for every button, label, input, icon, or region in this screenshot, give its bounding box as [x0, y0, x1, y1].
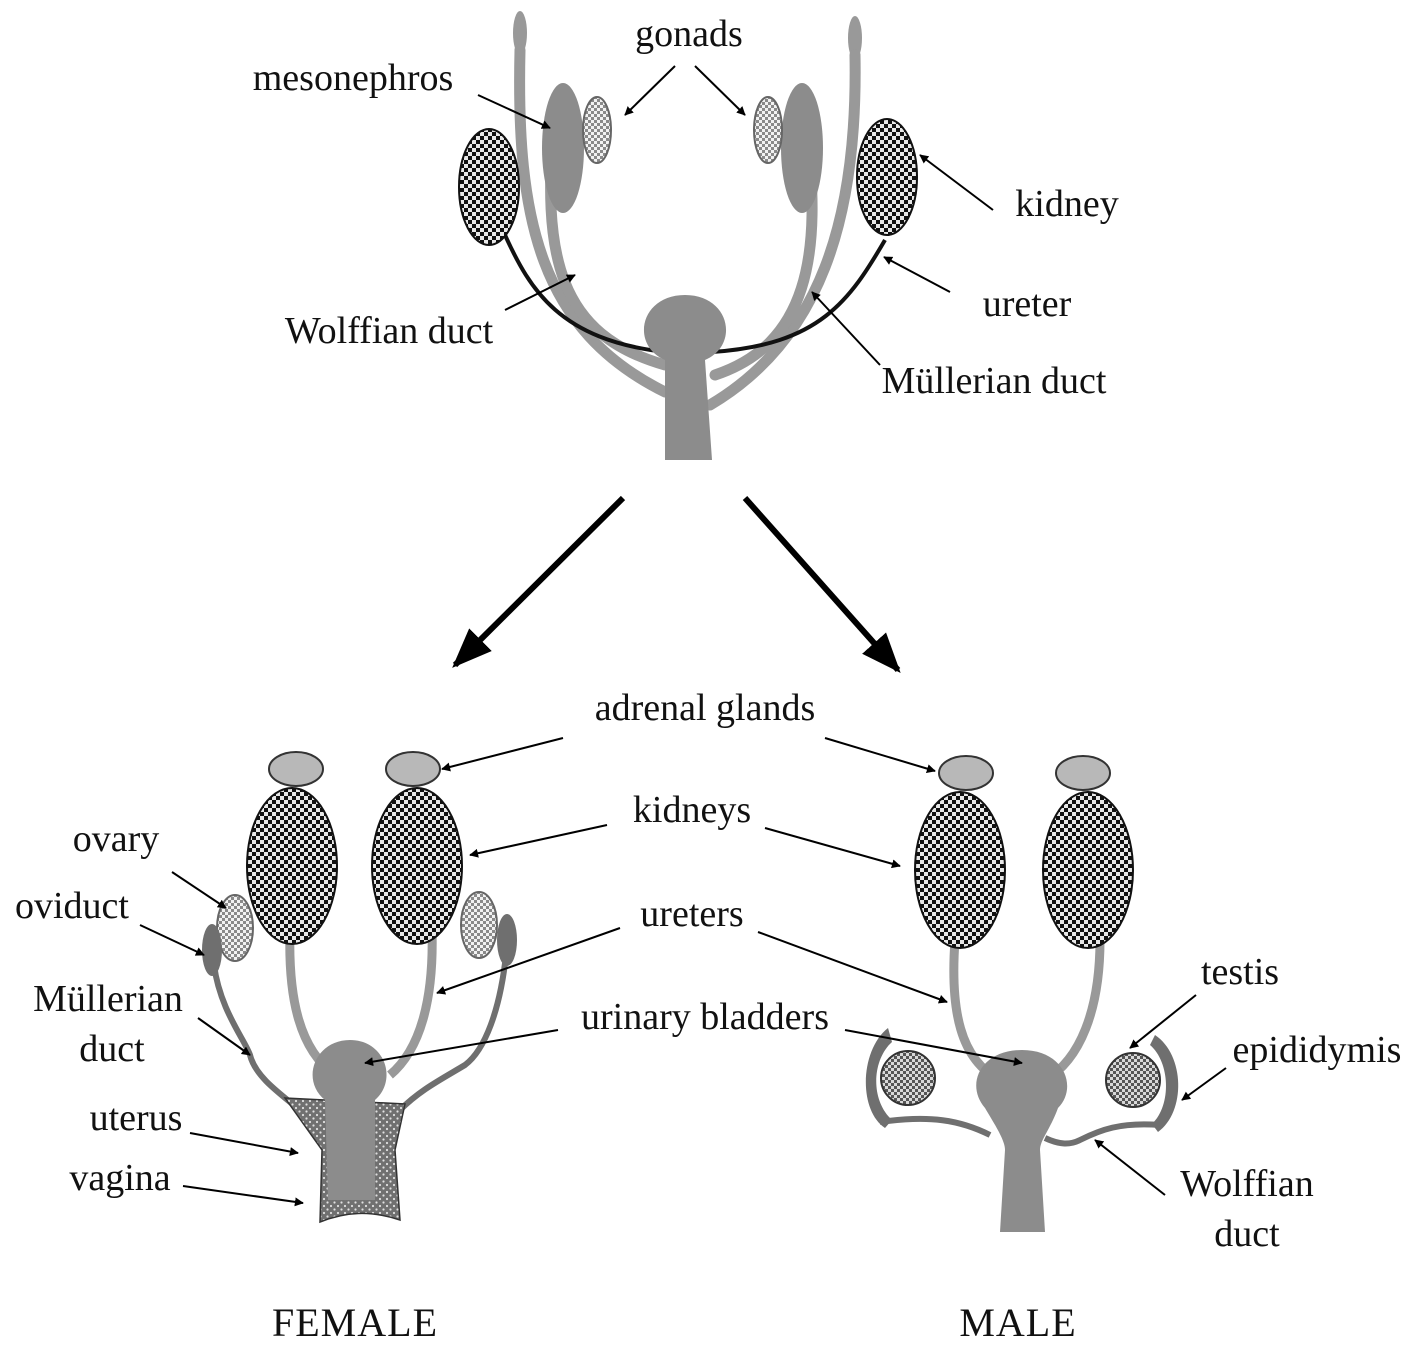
gonad-right: [754, 97, 782, 163]
label-wolffian-male-2: duct: [1214, 1213, 1280, 1255]
label-adrenal-glands: adrenal glands: [595, 687, 816, 729]
label-wolffian-duct: Wolffian duct: [285, 310, 494, 352]
leader-uterus: [190, 1133, 298, 1153]
testis-left: [881, 1051, 935, 1105]
leader-adrenal-female: [442, 738, 563, 769]
label-ureters: ureters: [640, 893, 743, 935]
label-vagina: vagina: [69, 1157, 170, 1199]
male-adrenal-right: [1056, 756, 1110, 790]
label-mullerian-duct: Müllerian duct: [882, 360, 1107, 402]
leader-oviduct: [140, 925, 204, 955]
female-adrenal-right: [386, 752, 440, 786]
arrow-to-female: [455, 498, 623, 665]
leader-kidneys-male: [765, 828, 900, 866]
label-epididymis: epididymis: [1233, 1029, 1402, 1071]
female-stage: [202, 752, 517, 1222]
male-wolffian-duct-right: [1045, 1124, 1160, 1143]
leader-kidney: [920, 155, 993, 210]
label-mullerian-female-1: Müllerian: [33, 978, 183, 1020]
label-wolffian-male-1: Wolffian: [1180, 1163, 1313, 1205]
label-kidney: kidney: [1015, 183, 1118, 225]
leader-vagina: [183, 1186, 303, 1203]
mesonephros-right: [781, 83, 823, 213]
oviduct-tip-left: [202, 924, 222, 976]
female-kidney-right: [372, 788, 462, 944]
label-uterus: uterus: [90, 1097, 183, 1139]
leader-gonads-left: [625, 66, 675, 115]
leader-testis: [1130, 995, 1196, 1048]
leader-adrenal-male: [825, 738, 935, 771]
mullerian-duct-right: [710, 55, 855, 405]
label-mullerian-female-2: duct: [79, 1028, 145, 1070]
oviduct-tip-right: [497, 914, 517, 966]
indifferent-stage: [459, 11, 917, 460]
male-wolffian-duct-left: [880, 1119, 990, 1135]
leader-mesonephros: [478, 95, 550, 128]
male-ureter-right: [1045, 940, 1100, 1080]
kidney-left: [459, 129, 519, 245]
label-testis: testis: [1201, 951, 1279, 993]
arrow-to-male: [745, 498, 898, 670]
label-kidneys: kidneys: [633, 789, 751, 831]
ovary-right: [461, 892, 497, 958]
label-urinary-bladders: urinary bladders: [581, 996, 829, 1038]
leader-gonads-right: [695, 66, 745, 115]
label-oviduct: oviduct: [15, 885, 129, 927]
leader-mullerian-duct: [812, 292, 880, 365]
label-male-caption: MALE: [959, 1300, 1076, 1345]
leader-ureter: [884, 257, 950, 292]
mesonephros-left: [542, 83, 584, 213]
testis-right: [1106, 1053, 1160, 1107]
male-adrenal-left: [939, 756, 993, 790]
leader-ureters-male: [758, 932, 947, 1002]
female-kidney-left: [247, 788, 337, 944]
male-kidney-right: [1043, 792, 1133, 948]
leader-bladder-female: [365, 1030, 558, 1063]
label-ovary: ovary: [73, 818, 160, 860]
label-ureter: ureter: [983, 283, 1072, 325]
leader-kidneys-female: [470, 825, 607, 855]
labels: gonads mesonephros kidney ureter Wolffia…: [15, 13, 1401, 1345]
leader-epididymis: [1182, 1068, 1226, 1100]
leader-ovary: [172, 872, 226, 908]
gonad-left: [583, 97, 611, 163]
leader-wolffian-male: [1095, 1140, 1165, 1195]
label-female-caption: FEMALE: [272, 1300, 438, 1345]
kidney-right: [857, 119, 917, 235]
label-gonads: gonads: [635, 13, 743, 55]
male-kidney-left: [915, 792, 1005, 948]
male-stage: [866, 756, 1178, 1232]
label-mesonephros: mesonephros: [253, 57, 454, 99]
female-adrenal-left: [269, 752, 323, 786]
